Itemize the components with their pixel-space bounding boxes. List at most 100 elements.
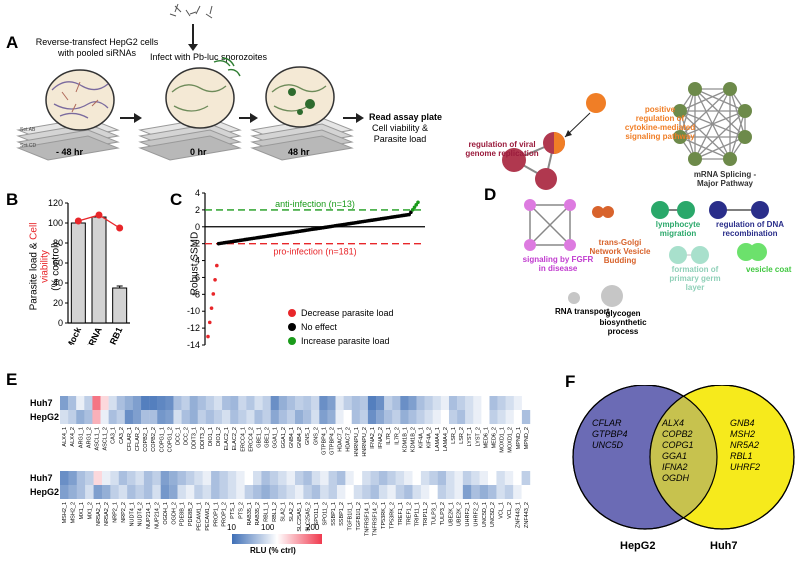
heatmap-cell bbox=[118, 485, 128, 499]
gene-label: GBE1_2 bbox=[265, 427, 271, 448]
heatmap-cell bbox=[404, 485, 413, 499]
heatmap-cell bbox=[345, 471, 354, 485]
heatmap-cell bbox=[135, 485, 145, 499]
heatmap-cell bbox=[143, 471, 153, 485]
gene-label: PTS_1 bbox=[230, 502, 236, 519]
heatmap-cell bbox=[437, 471, 447, 485]
heatmap-cell bbox=[513, 471, 522, 485]
network-d-label: RNA transport bbox=[555, 307, 610, 316]
data-point bbox=[409, 210, 413, 215]
heatmap-cell bbox=[336, 471, 346, 485]
heatmap-cell bbox=[505, 410, 514, 424]
heatmap-cell bbox=[261, 485, 271, 499]
gene-label: TNFRSF14_1 bbox=[364, 502, 370, 536]
gene-label: DDIT3_1 bbox=[192, 427, 198, 449]
network-node-label: mRNA Splicing - Major Pathway bbox=[693, 170, 757, 188]
heatmap-cell bbox=[76, 471, 86, 485]
pro-threshold-label: pro-infection (n=181) bbox=[273, 247, 356, 257]
y-tick-label: -4 bbox=[192, 256, 200, 266]
heatmap-cell bbox=[362, 485, 371, 499]
heatmap-cell bbox=[202, 471, 212, 485]
gene-label: ELAC2_2 bbox=[232, 427, 238, 451]
heatmap-cell bbox=[101, 471, 111, 485]
heatmap-cell bbox=[412, 485, 422, 499]
venn-gene: ALX4 bbox=[662, 418, 685, 428]
gene-label: SPO11_2 bbox=[322, 502, 328, 525]
bar bbox=[91, 216, 107, 324]
heatmap-cell bbox=[429, 485, 438, 499]
heatmap-cell bbox=[108, 396, 117, 410]
bar bbox=[70, 222, 86, 324]
heatmap-cell bbox=[343, 410, 352, 424]
venn-gene: OGDH bbox=[662, 473, 689, 483]
gene-label: TGFB1I1_1 bbox=[348, 502, 354, 530]
gene-label: SSBP1_1 bbox=[331, 502, 337, 526]
plate-set-label: Set CD bbox=[20, 143, 37, 149]
gene-label: DCC_1 bbox=[176, 427, 182, 445]
heatmap-cell bbox=[378, 485, 388, 499]
gene-label: ASCL1_1 bbox=[94, 427, 100, 451]
gene-label: PTS_2 bbox=[238, 502, 244, 519]
gene-label: KIF4A_2 bbox=[427, 427, 433, 448]
network-d-label: lymphocyte migration bbox=[655, 220, 701, 238]
heatmap-cell bbox=[303, 410, 312, 424]
gene-label: PROP1_1 bbox=[213, 502, 219, 527]
heatmap-cell bbox=[387, 485, 396, 499]
heatmap-cell bbox=[437, 485, 447, 499]
y-tick-label: 80 bbox=[53, 238, 63, 248]
venn-gene: UNC5D bbox=[592, 440, 624, 450]
y-tick-label: -12 bbox=[187, 323, 200, 333]
heatmap-cell bbox=[270, 410, 279, 424]
heatmap-cell bbox=[205, 396, 215, 410]
heatmap-cell bbox=[236, 485, 245, 499]
heatmap-cell bbox=[76, 396, 85, 410]
heatmap-cell bbox=[227, 471, 237, 485]
gene-label: COPB2_1 bbox=[143, 427, 149, 452]
colorbar-tick: 100 bbox=[261, 523, 275, 532]
gene-label: DIO1_2 bbox=[216, 427, 222, 446]
gene-label: NUP214_2 bbox=[155, 502, 161, 529]
heatmap-cell bbox=[504, 471, 514, 485]
gene-label: PDE8B_1 bbox=[180, 502, 186, 526]
heatmap-cell bbox=[246, 396, 255, 410]
heatmap-cell bbox=[100, 410, 109, 424]
gene-label: RAB35_2 bbox=[255, 502, 261, 526]
data-point bbox=[410, 207, 415, 212]
heatmap-cell bbox=[351, 396, 361, 410]
heatmap-cell bbox=[462, 471, 472, 485]
gene-label: MX1_1 bbox=[79, 502, 85, 519]
heatmap-cell bbox=[327, 410, 336, 424]
heatmap-cell bbox=[378, 471, 388, 485]
panel-c-label: C bbox=[170, 190, 183, 209]
gene-label: LSR_2 bbox=[459, 427, 465, 444]
heatmap-cell bbox=[173, 410, 182, 424]
heatmap-cell bbox=[473, 410, 482, 424]
venn-gene: COPB2 bbox=[662, 429, 693, 439]
gene-label: LAMA4_1 bbox=[435, 427, 441, 451]
heatmap-cell bbox=[76, 410, 85, 424]
heatmap-cell bbox=[446, 471, 455, 485]
heatmap-cell bbox=[303, 396, 312, 410]
heatmap-cell bbox=[319, 410, 328, 424]
heatmap-cell bbox=[189, 410, 198, 424]
y-tick-label: 100 bbox=[48, 218, 63, 228]
heatmap-cell bbox=[116, 396, 126, 410]
heatmap-cell bbox=[448, 410, 458, 424]
heatmap-cell bbox=[392, 396, 401, 410]
heatmap-cell bbox=[222, 396, 231, 410]
gene-label: VCL_1 bbox=[499, 502, 505, 519]
venn-right-genes: GNB4 MSH2 NR5A2 RBL1 UHRF2 bbox=[730, 418, 760, 473]
readout-title: Read assay plate bbox=[369, 112, 443, 122]
y-tick-label: 40 bbox=[53, 278, 63, 288]
panel-a-label: A bbox=[6, 33, 19, 52]
heatmap-row-label: HepG2 bbox=[30, 412, 60, 422]
gene-label: ERCC4_2 bbox=[248, 427, 254, 452]
network-node bbox=[586, 93, 606, 113]
gene-label: TRIP11_2 bbox=[423, 502, 429, 526]
heatmap-cell bbox=[295, 410, 304, 424]
gene-label: NUP214_1 bbox=[146, 502, 152, 529]
gene-label: ALX4_1 bbox=[62, 427, 68, 447]
heatmap-cell bbox=[181, 410, 190, 424]
gene-label: LAMA4_2 bbox=[443, 427, 449, 451]
